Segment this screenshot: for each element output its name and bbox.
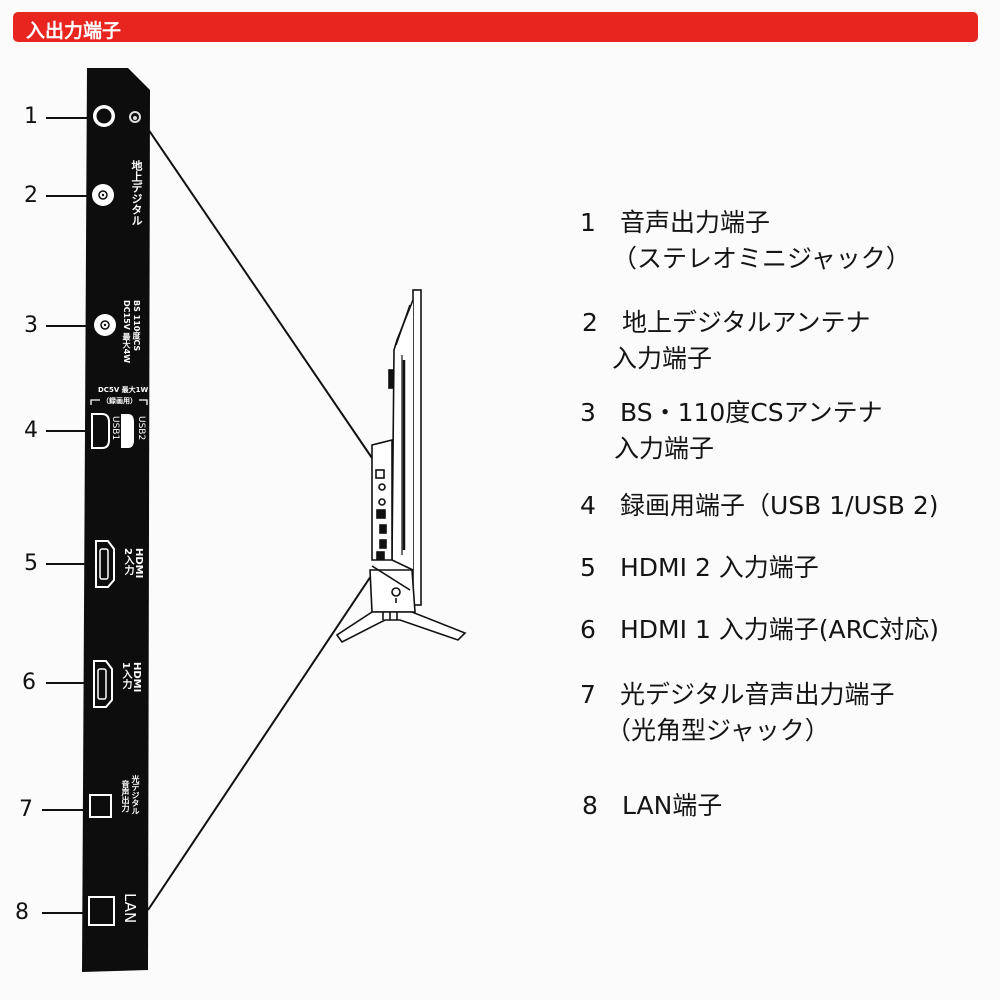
legend-text: HDMI 2 入力端子 xyxy=(620,553,819,582)
panel-label-usb-use: （録画用） xyxy=(100,396,139,406)
terrestrial-antenna-port-icon xyxy=(92,184,114,206)
legend-item-7: 7 光デジタル音声出力端子 （光角型ジャック） xyxy=(580,677,895,749)
panel-label-hdmi2-input: 2入力 xyxy=(122,548,133,575)
panel-label-hdmi2: HDMI xyxy=(133,548,144,579)
legend-item-2: 2 地上デジタルアンテナ 入力端子 xyxy=(582,305,871,377)
panel-label-optical: 光デジタル xyxy=(131,775,140,815)
legend-item-6: 6 HDMI 1 入力端子(ARC対応) xyxy=(580,612,939,648)
hdmi1-port-icon xyxy=(93,660,113,708)
rear-panel xyxy=(82,68,150,972)
bs-cs-antenna-port-icon xyxy=(94,314,116,336)
callout-number-8: 8 xyxy=(15,900,29,925)
legend-number: 8 xyxy=(582,791,598,820)
legend-text: 光デジタル音声出力端子 xyxy=(620,680,895,709)
legend-number: 7 xyxy=(580,680,596,709)
panel-label-usb2: USB2 xyxy=(136,416,146,441)
legend-number: 1 xyxy=(580,208,596,237)
section-title: 入出力端子 xyxy=(26,20,122,42)
legend-subtext: 入力端子 xyxy=(614,434,715,463)
legend-item-5: 5 HDMI 2 入力端子 xyxy=(580,550,819,586)
legend-subtext: （光角型ジャック） xyxy=(606,716,830,745)
panel-label-hdmi1: HDMI xyxy=(131,662,142,693)
legend-number: 2 xyxy=(582,308,598,337)
lan-port-icon xyxy=(88,896,115,926)
legend-text: 地上デジタルアンテナ xyxy=(622,308,871,337)
legend-item-1: 1 音声出力端子 （ステレオミニジャック） xyxy=(580,205,911,277)
callout-number-5: 5 xyxy=(24,551,38,576)
panel-label-bs-cs: BS 110度CS xyxy=(132,300,141,352)
panel-label-usb-power: DC5V 最大1W xyxy=(98,386,149,394)
legend-text: BS・110度CSアンテナ xyxy=(620,398,883,427)
legend-subtext: （ステレオミニジャック） xyxy=(612,244,911,273)
legend-number: 3 xyxy=(580,398,596,427)
legend-text: 録画用端子（USB 1/USB 2) xyxy=(620,491,939,520)
audio-out-port-icon xyxy=(93,105,115,127)
callout-number-2: 2 xyxy=(24,183,38,208)
panel-label-lan: LAN xyxy=(121,893,139,924)
callout-number-3: 3 xyxy=(24,313,38,338)
usb1-port-icon xyxy=(91,413,110,449)
legend-text: 音声出力端子 xyxy=(620,208,771,237)
zoom-connector-lines xyxy=(145,125,374,911)
panel-label-terrestrial: 地上デジタル xyxy=(130,160,143,226)
headphone-icon xyxy=(129,111,141,123)
legend-number: 6 xyxy=(580,615,596,644)
legend-text: LAN端子 xyxy=(622,791,723,820)
panel-label-optical-audio: 音声出力 xyxy=(121,780,130,812)
legend-text: HDMI 1 入力端子(ARC対応) xyxy=(620,615,939,644)
optical-port-icon xyxy=(89,794,112,818)
legend-item-3: 3 BS・110度CSアンテナ 入力端子 xyxy=(580,395,883,467)
section-header-bar: 入出力端子 xyxy=(13,12,978,42)
callout-number-6: 6 xyxy=(22,670,36,695)
panel-label-bs-cs-power: DC15V 最大4W xyxy=(122,300,131,364)
legend-item-4: 4 録画用端子（USB 1/USB 2) xyxy=(580,488,939,524)
panel-label-hdmi1-input: 1入力 xyxy=(120,662,131,689)
panel-label-usb1: USB1 xyxy=(110,416,120,441)
callout-number-4: 4 xyxy=(24,418,38,443)
callout-lines xyxy=(42,117,90,914)
callout-number-7: 7 xyxy=(19,797,33,822)
tv-side-view-illustration xyxy=(335,289,467,644)
callout-number-1: 1 xyxy=(24,104,38,129)
hdmi2-port-icon xyxy=(95,540,115,588)
legend-subtext: 入力端子 xyxy=(612,344,713,373)
usb2-port-icon xyxy=(121,414,134,448)
legend-number: 4 xyxy=(580,491,596,520)
legend-item-8: 8 LAN端子 xyxy=(582,788,722,824)
legend-number: 5 xyxy=(580,553,596,582)
